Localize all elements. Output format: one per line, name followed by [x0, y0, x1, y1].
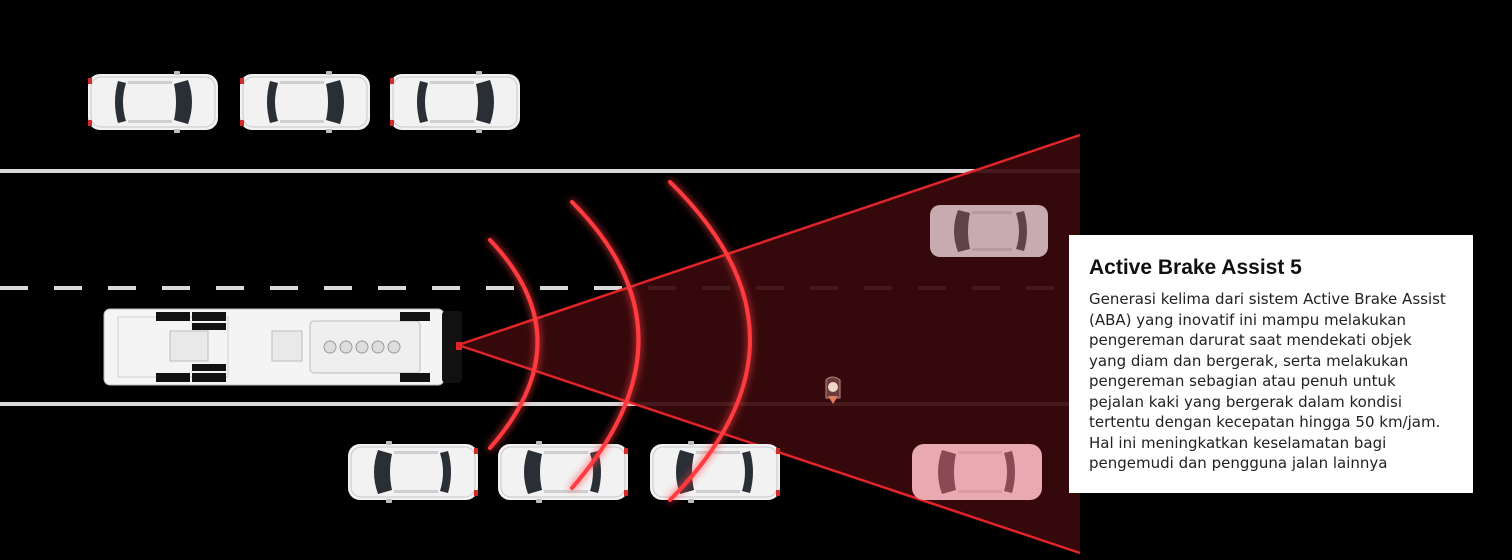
radar-wave-arc-icon — [488, 180, 752, 502]
pedestrian-top-view-icon — [825, 376, 841, 404]
car-top-view-icon — [87, 70, 219, 134]
car-top-view-icon — [912, 444, 1042, 500]
car-top-view-icon — [930, 205, 1048, 257]
info-card-title: Active Brake Assist 5 — [1089, 256, 1302, 279]
car-top-view-icon — [649, 440, 781, 504]
info-card: Active Brake Assist 5 Generasi kelima da… — [1069, 235, 1473, 493]
car-top-view-icon — [347, 440, 479, 504]
bus-top-view-icon — [103, 308, 462, 386]
car-top-view-icon — [389, 70, 521, 134]
car-top-view-icon — [497, 440, 629, 504]
info-card-description: Generasi kelima dari sistem Active Brake… — [1089, 290, 1446, 472]
car-top-view-icon — [239, 70, 371, 134]
